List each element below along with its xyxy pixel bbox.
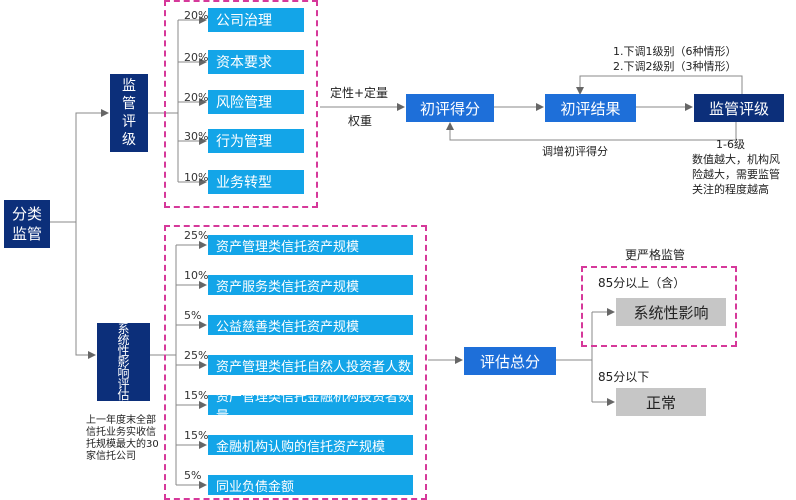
root-node: 分类 监管 bbox=[4, 200, 50, 248]
adjust-up-label: 调增初评得分 bbox=[542, 145, 608, 158]
stricter-supervision-label: 更严格监管 bbox=[625, 248, 686, 262]
rating-dimensions-group bbox=[164, 0, 318, 208]
systemic-item-4: 资产管理类信托金融机构投资者数量 bbox=[208, 390, 413, 424]
adjust-down-2: 2.下调2级别（3种情形） bbox=[613, 60, 737, 73]
adjust-down-1: 1.下调1级别（6种情形） bbox=[613, 45, 737, 58]
rating-pct-0: 20% bbox=[184, 9, 209, 22]
rating-item-1: 资本要求 bbox=[208, 50, 304, 74]
systemic-pct-3: 25% bbox=[184, 349, 209, 362]
final-rating-node: 监管评级 bbox=[694, 94, 784, 122]
rating-item-3: 行为管理 bbox=[208, 129, 304, 153]
systemic-pct-6: 5% bbox=[184, 469, 202, 482]
systemic-indicators-group bbox=[164, 225, 427, 500]
systemic-impact-group bbox=[581, 266, 737, 347]
total-score-node: 评估总分 bbox=[464, 347, 556, 375]
systemic-item-5: 金融机构认购的信托资产规模 bbox=[208, 435, 413, 455]
systemic-pct-2: 5% bbox=[184, 309, 202, 322]
systemic-pct-5: 15% bbox=[184, 429, 209, 442]
rating-item-2: 风险管理 bbox=[208, 90, 304, 114]
normal-result: 正常 bbox=[616, 388, 706, 416]
high-threshold-label: 85分以上（含） bbox=[598, 276, 686, 290]
systemic-pct-1: 10% bbox=[184, 269, 209, 282]
initial-result-node: 初评结果 bbox=[545, 94, 636, 122]
low-threshold-label: 85分以下 bbox=[598, 370, 650, 384]
systemic-item-3: 资产管理类信托自然人投资者人数 bbox=[208, 355, 413, 375]
systemic-item-0: 资产管理类信托资产规模 bbox=[208, 235, 413, 255]
systemic-item-1: 资产服务类信托资产规模 bbox=[208, 275, 413, 295]
rating-pct-4: 10% bbox=[184, 171, 209, 184]
rating-item-0: 公司治理 bbox=[208, 8, 304, 32]
rating-scale: 1-6级 bbox=[716, 138, 745, 151]
rating-pct-2: 20% bbox=[184, 91, 209, 104]
rating-pct-1: 20% bbox=[184, 51, 209, 64]
systemic-branch-node: 系 统 性 影 响 评 估 bbox=[97, 323, 150, 401]
systemic-item-6: 同业负债金额 bbox=[208, 475, 413, 495]
rating-item-4: 业务转型 bbox=[208, 170, 304, 194]
initial-score-node: 初评得分 bbox=[406, 94, 494, 122]
method-label-top: 定性+定量 bbox=[330, 86, 389, 100]
rating-branch-node: 监 管 评 级 bbox=[110, 74, 148, 152]
rating-scale-note: 数值越大，机构风 险越大，需要监管 关注的程度越高 bbox=[692, 153, 780, 196]
systemic-impact-result: 系统性影响 bbox=[616, 298, 726, 326]
method-label-bottom: 权重 bbox=[348, 114, 373, 128]
systemic-scope-note: 上一年度末全部 信托业务实收信 托规模最大的30 家信托公司 bbox=[86, 415, 159, 462]
systemic-item-2: 公益慈善类信托资产规模 bbox=[208, 315, 413, 335]
rating-pct-3: 30% bbox=[184, 130, 209, 143]
systemic-pct-0: 25% bbox=[184, 229, 209, 242]
systemic-pct-4: 15% bbox=[184, 389, 209, 402]
